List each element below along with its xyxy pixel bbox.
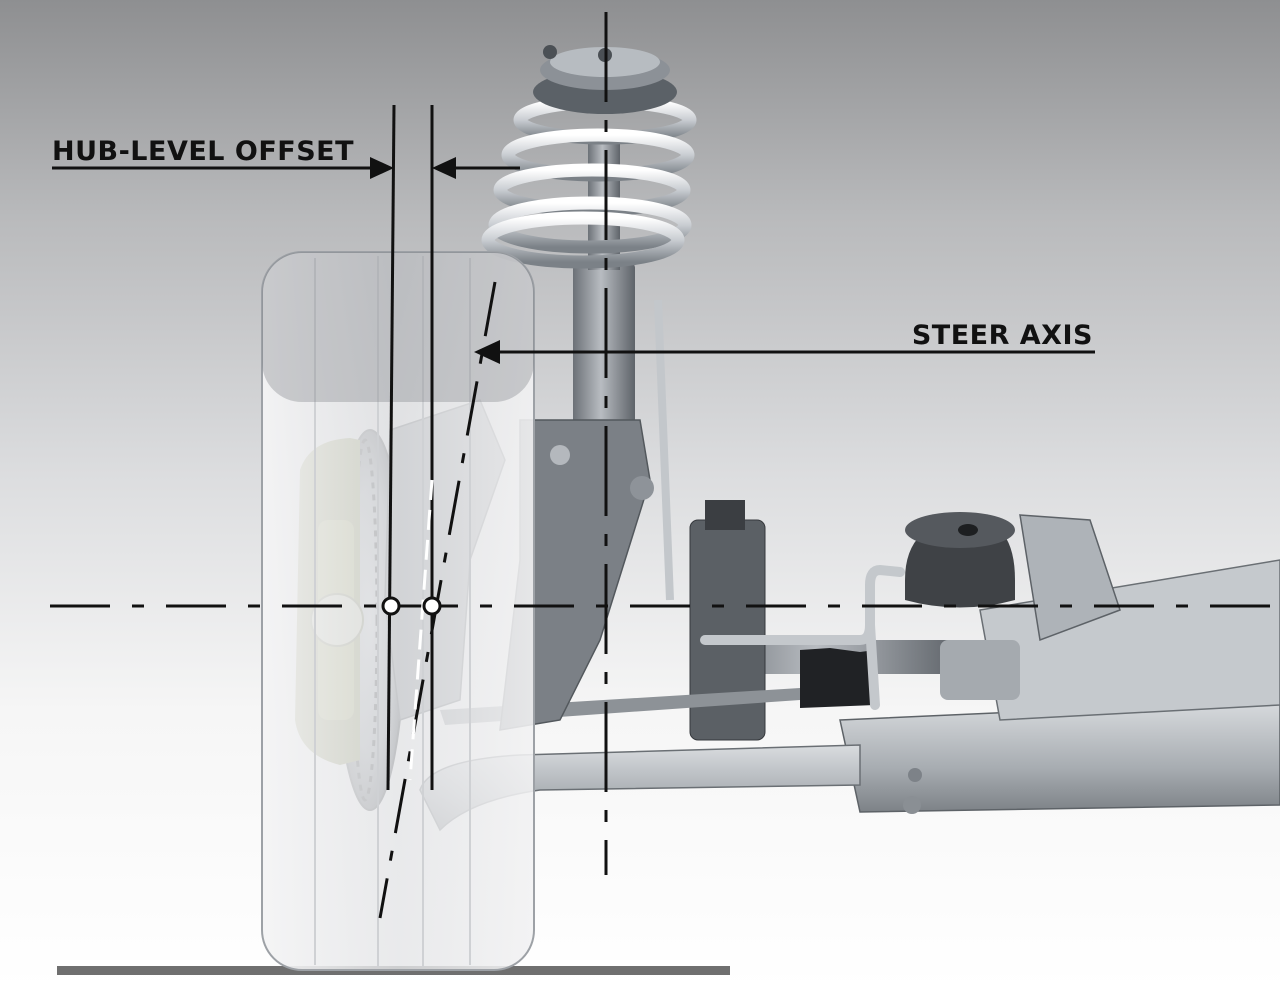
steer-axis-arrow — [474, 340, 500, 364]
wheel-centerline — [408, 479, 434, 781]
subframe — [839, 514, 1280, 814]
steering-rack — [689, 500, 1020, 741]
offset-point-outer — [381, 596, 401, 616]
hub-offset-label: HUB-LEVEL OFFSET — [52, 136, 354, 167]
offset-arrow-left — [370, 157, 394, 179]
offset-arrow-right — [432, 157, 456, 179]
sway-bar-link — [654, 299, 674, 601]
offset-point-inner — [422, 596, 442, 616]
offset-line-outer — [386, 104, 396, 791]
annotations — [50, 12, 1280, 919]
steer-axis-label: STEER AXIS — [912, 320, 1093, 351]
engine-mount — [905, 512, 1015, 608]
coil-spring — [481, 95, 697, 269]
strut — [499, 130, 654, 731]
